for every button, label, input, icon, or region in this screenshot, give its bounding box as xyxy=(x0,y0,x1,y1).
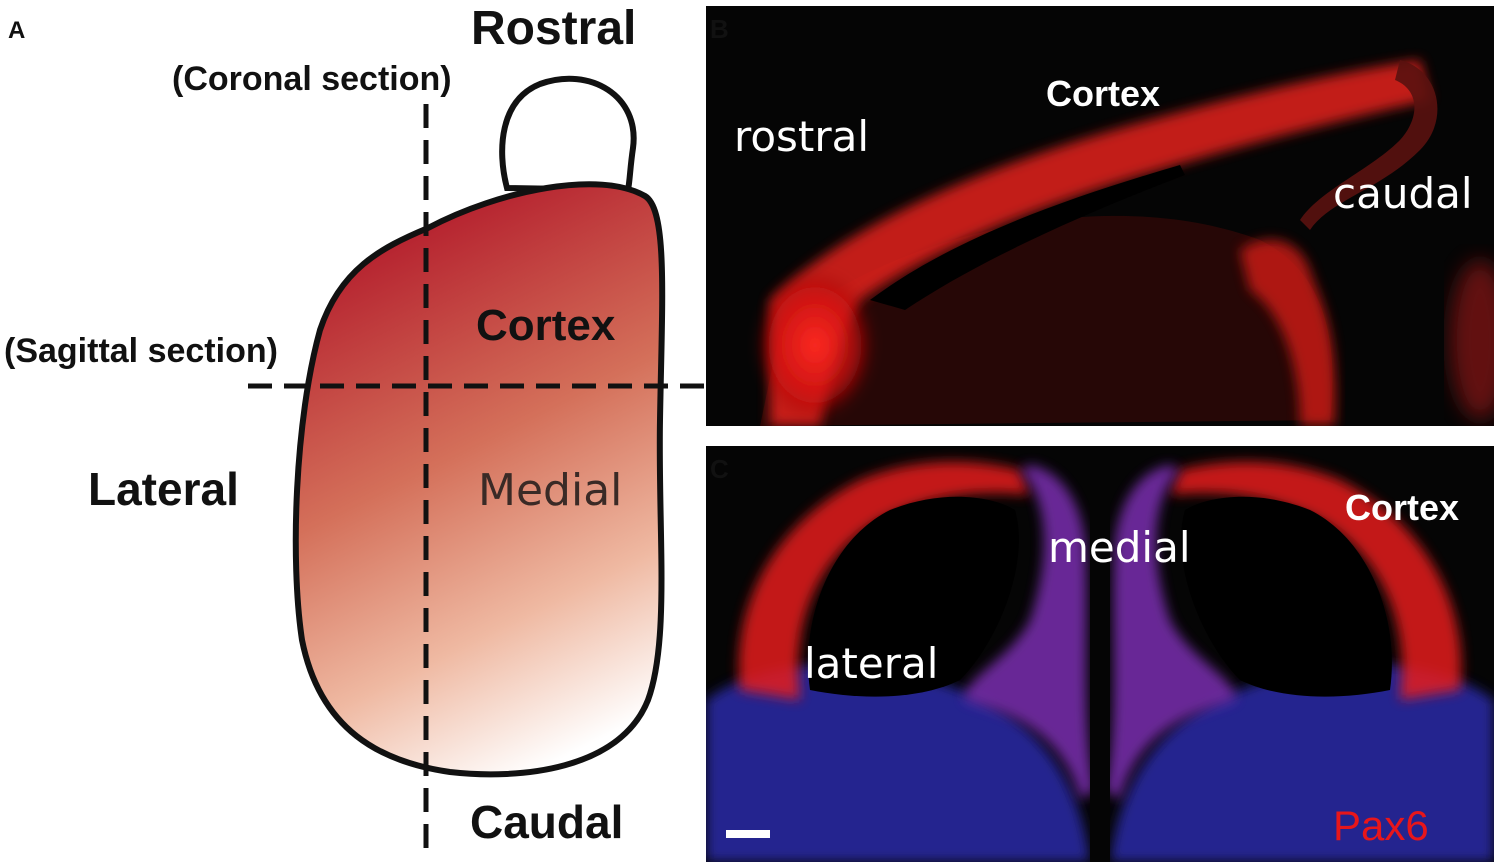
olfactory-bulb xyxy=(499,75,637,194)
label-caudal-schematic: Caudal xyxy=(470,796,623,848)
label-cortex-schematic: Cortex xyxy=(476,301,616,350)
dapi-mass-c-right xyxy=(1110,664,1494,862)
label-lateral-schematic: Lateral xyxy=(88,463,239,515)
ventricle-b xyxy=(870,165,1185,310)
cortex-arc-right-c xyxy=(1170,461,1462,700)
midline-gap-c xyxy=(1090,470,1110,862)
ventricle-right-c xyxy=(1181,496,1392,697)
ventricle-left-c xyxy=(808,496,1019,697)
label-rostral: Rostral xyxy=(471,2,636,55)
label-caudal-b: caudal xyxy=(1333,169,1473,218)
panel-letter-a: A xyxy=(8,17,25,44)
cortex-arc-left-c xyxy=(738,461,1030,700)
panel-b: B rostral Cortex caudal xyxy=(706,6,1494,426)
edge-tissue-b xyxy=(1450,260,1494,420)
label-cortex-b: Cortex xyxy=(1046,73,1160,114)
caudal-fold-b xyxy=(1240,239,1336,426)
label-sagittal-section: (Sagittal section) xyxy=(4,332,278,370)
medial-fold-right-c xyxy=(1105,465,1236,800)
caudal-dim-curve-b xyxy=(1300,60,1438,230)
label-rostral-b: rostral xyxy=(734,112,869,161)
dapi-mass-c xyxy=(706,664,1090,862)
label-pax6-c: Pax6 xyxy=(1333,802,1429,849)
panel-letter-b: B xyxy=(710,14,729,44)
hemisphere-shape xyxy=(292,181,666,778)
panel-a: A Rostral (Coronal section) (Sagittal se… xyxy=(4,2,712,860)
scale-bar-c xyxy=(726,830,770,838)
cortex-band-b xyxy=(770,60,1430,426)
panel-c: C Cortex medial lateral Pax6 xyxy=(706,446,1494,862)
label-medial-c: medial xyxy=(1048,523,1191,572)
rostral-signal-b xyxy=(755,270,875,420)
medial-fold-left-c xyxy=(964,465,1095,800)
label-coronal-section: (Coronal section) xyxy=(172,60,452,98)
label-lateral-c: lateral xyxy=(804,639,938,688)
panel-letter-c: C xyxy=(710,454,729,484)
label-medial-schematic: Medial xyxy=(478,465,622,516)
label-cortex-c: Cortex xyxy=(1345,487,1459,528)
